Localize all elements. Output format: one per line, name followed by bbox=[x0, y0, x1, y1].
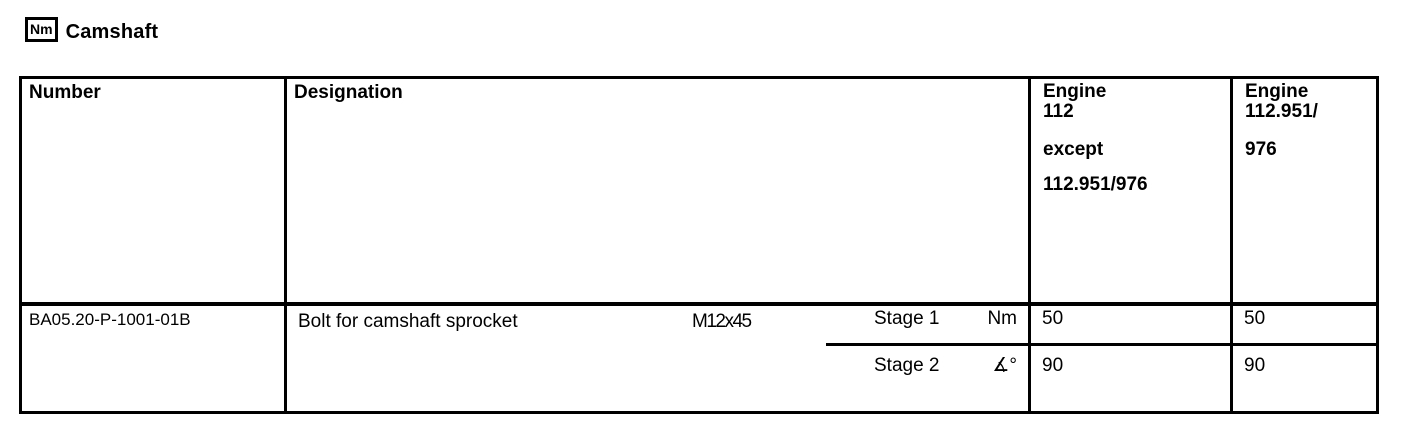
designation-cell: Bolt for camshaft sprocket M12x45 Stage … bbox=[287, 306, 1031, 411]
stage-block: Stage 1 Nm Stage 2 ∡° bbox=[826, 306, 1028, 411]
stage-2-row: Stage 2 ∡° bbox=[826, 346, 1028, 376]
stage-2-label: Stage 2 bbox=[874, 355, 940, 376]
table-row: BA05.20-P-1001-01B Bolt for camshaft spr… bbox=[22, 306, 1376, 411]
stage-2-engine-112-except-value: 90 bbox=[1042, 355, 1064, 376]
stage-1-row: Stage 1 Nm bbox=[826, 306, 1028, 346]
bolt-size-text: M12x45 bbox=[692, 311, 752, 332]
header-line: Engine bbox=[1245, 81, 1309, 102]
torque-spec-table: Number Designation Engine 112 except 112… bbox=[19, 76, 1379, 414]
page-title: Camshaft bbox=[65, 21, 159, 43]
column-header-number: Number bbox=[22, 79, 287, 302]
table-header-row: Number Designation Engine 112 except 112… bbox=[22, 79, 1376, 306]
nm-unit-icon: Nm bbox=[25, 17, 58, 42]
column-header-engine-112-except: Engine 112 except 112.951/976 bbox=[1031, 79, 1233, 302]
part-number: BA05.20-P-1001-01B bbox=[29, 310, 191, 329]
stage-2-engine-112951-976-value: 90 bbox=[1244, 355, 1266, 376]
part-number-cell: BA05.20-P-1001-01B bbox=[22, 306, 287, 411]
header-line: 976 bbox=[1245, 139, 1277, 160]
header-line: 112.951/ bbox=[1245, 101, 1318, 122]
engine-112951-976-values-cell: 50 90 bbox=[1233, 306, 1376, 411]
designation-text: Bolt for camshaft sprocket bbox=[298, 311, 518, 332]
column-header-designation: Designation bbox=[287, 79, 1031, 302]
header-line: 112.951/976 bbox=[1043, 174, 1148, 195]
stage-2-unit: ∡° bbox=[992, 355, 1017, 376]
header-line: except bbox=[1043, 139, 1104, 160]
stage-1-label: Stage 1 bbox=[874, 308, 940, 329]
column-header-engine-112951-976: Engine 112.951/ 976 bbox=[1233, 79, 1376, 302]
stage-1-engine-112-except-value: 50 bbox=[1031, 306, 1230, 346]
header-line: 112 bbox=[1043, 101, 1074, 122]
header-line: Engine bbox=[1043, 81, 1107, 102]
stage-1-engine-112951-976-value: 50 bbox=[1233, 306, 1376, 346]
document-title-bar: Nm Camshaft bbox=[25, 15, 158, 44]
engine-112-except-values-cell: 50 90 bbox=[1031, 306, 1233, 411]
stage-1-unit: Nm bbox=[987, 308, 1017, 329]
